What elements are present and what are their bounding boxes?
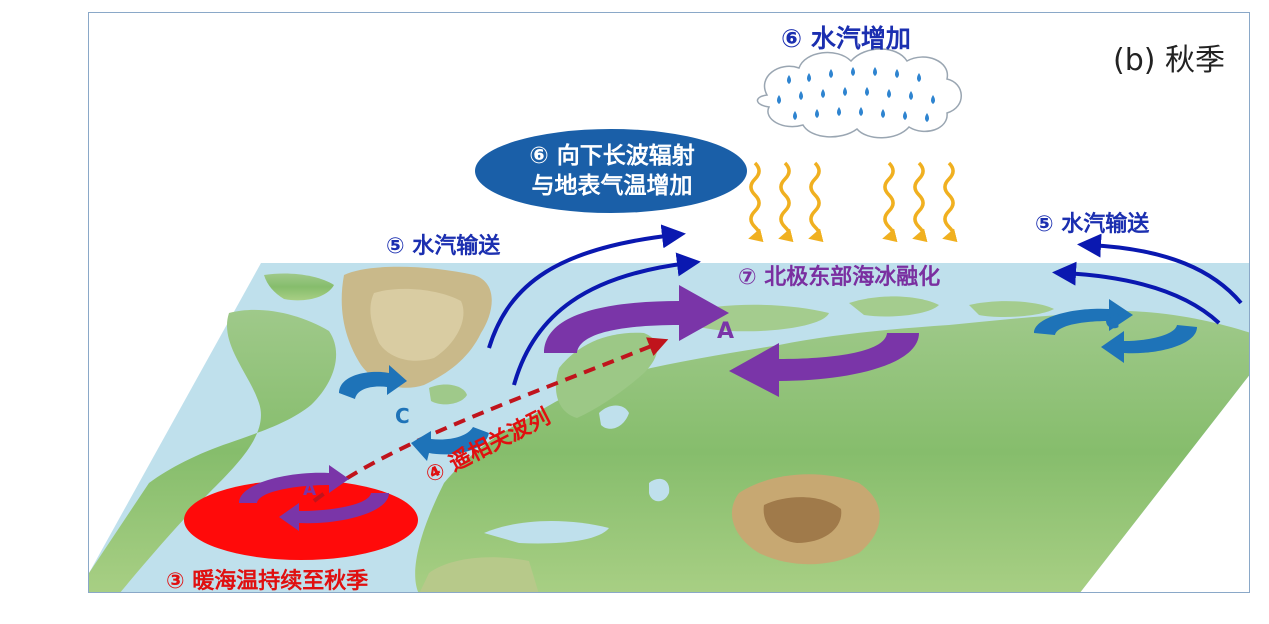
longwave-label-line1: ⑥ 向下长波辐射 xyxy=(529,143,695,169)
warm-sst-label: ③ 暖海温持续至秋季 xyxy=(166,569,369,593)
transport-label-left: ⑤ 水汽输送 xyxy=(386,234,501,259)
panel-label: (b) 秋季 xyxy=(1113,43,1225,78)
moisture-transport-arrows xyxy=(487,224,1243,386)
cyclone-east xyxy=(1034,299,1197,363)
sea-ice-melt-label: ⑦ 北极东部海冰融化 xyxy=(738,265,941,290)
diagram-canvas: A A C C xyxy=(89,48,1249,592)
anticyclone-north-letter: A xyxy=(717,319,734,344)
cyclone-west xyxy=(339,365,489,461)
anticyclone-south-letter: A xyxy=(303,480,317,500)
vapor-cloud xyxy=(756,48,962,139)
cyclone-east-letter: C xyxy=(1105,309,1120,333)
raindrops xyxy=(777,67,935,122)
vapor-increase-label: ⑥ 水汽增加 xyxy=(781,24,911,53)
cyclone-west-letter: C xyxy=(395,404,410,428)
figure-frame: A A C C (b) 秋季 ⑥ 水汽增加 ⑥ 向下长波辐射 与地表气温增加 ⑤… xyxy=(88,12,1250,593)
longwave-bubble xyxy=(475,129,747,213)
wave-train-arrow xyxy=(312,337,669,503)
longwave-label-line2: 与地表气温增加 xyxy=(531,173,693,199)
canadian-islands xyxy=(264,273,334,301)
longwave-radiation-arrows xyxy=(748,161,958,243)
longwave-label: ⑥ 向下长波辐射 与地表气温增加 xyxy=(477,141,747,201)
anticyclone-south xyxy=(239,465,389,531)
iceland xyxy=(429,384,467,405)
anticyclone-north xyxy=(544,285,919,397)
transport-label-right: ⑤ 水汽输送 xyxy=(1035,212,1150,237)
